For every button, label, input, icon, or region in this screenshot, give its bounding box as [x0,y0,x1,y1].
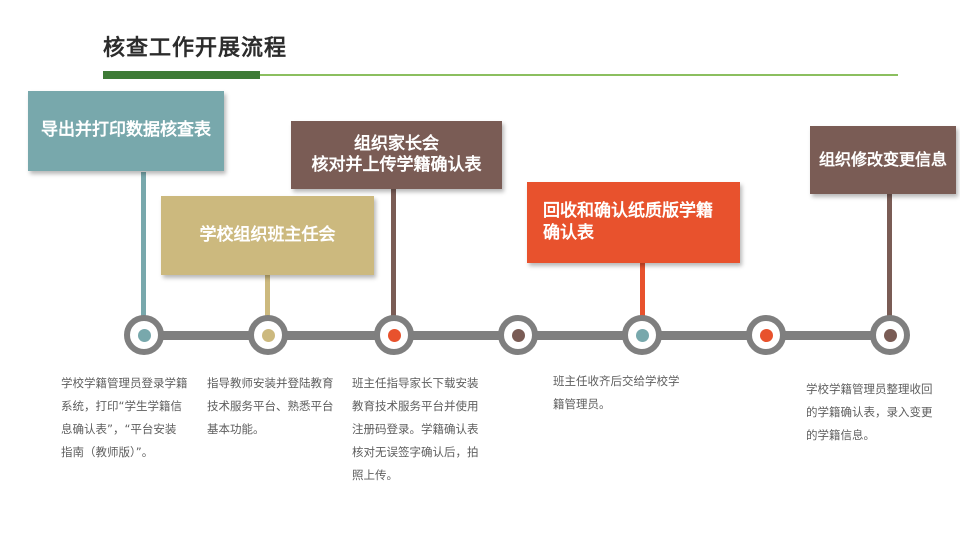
step-3-label-line-2: 核对并上传学籍确认表 [311,155,482,175]
title-underline-accent [103,71,260,79]
timeline-node-1 [124,315,164,355]
step-5-label-box: 组织修改变更信息 [810,126,956,194]
step-1-description: 学校学籍管理员登录学籍 系统，打印“学生学籍信 息确认表”，“平台安装 指南（教… [61,376,188,459]
step-5-label: 组织修改变更信息 [818,150,947,169]
step-1-connector [141,172,146,332]
step-2-label-box: 学校组织班主任会 [161,196,374,275]
step-4-label-line-1: 回收和确认纸质版学籍 [543,201,713,222]
step-3-label-box: 组织家长会 核对并上传学籍确认表 [291,121,502,189]
step-4-connector [640,263,645,332]
timeline-node-6 [746,315,786,355]
timeline-node-4 [498,315,538,355]
step-3-label-line-1: 组织家长会 [354,133,439,154]
timeline-node-3 [374,315,414,355]
node-dot [511,328,525,342]
step-4-label-box: 回收和确认纸质版学籍 确认表 [527,182,740,263]
step-3-description: 班主任指导家长下载安装 教育技术服务平台并使用 注册码登录。学籍确认表 核对无误… [352,376,479,482]
title-underline-rule [260,74,898,76]
node-dot [261,328,275,342]
step-1-label-box: 导出并打印数据核查表 [28,91,224,171]
page-title: 核查工作开展流程 [103,36,288,61]
timeline-node-2 [248,315,288,355]
timeline-node-5 [622,315,662,355]
step-1-label: 导出并打印数据核查表 [41,120,211,141]
node-dot [137,328,151,342]
timeline-node-7 [870,315,910,355]
node-dot [387,328,401,342]
node-dot [759,328,773,342]
node-dot [635,328,649,342]
step-5-connector [887,194,892,332]
step-5-description: 学校学籍管理员整理收回 的学籍确认表，录入变更 的学籍信息。 [806,382,933,442]
step-4-label-line-2: 确认表 [543,222,594,243]
node-dot [883,328,897,342]
step-2-label: 学校组织班主任会 [199,224,336,245]
step-3-connector [391,189,396,332]
step-4-description: 班主任收齐后交给学校学 籍管理员。 [553,374,680,411]
step-2-description: 指导教师安装并登陆教育 技术服务平台、熟悉平台 基本功能。 [207,376,334,436]
step-2-connector [265,275,270,332]
